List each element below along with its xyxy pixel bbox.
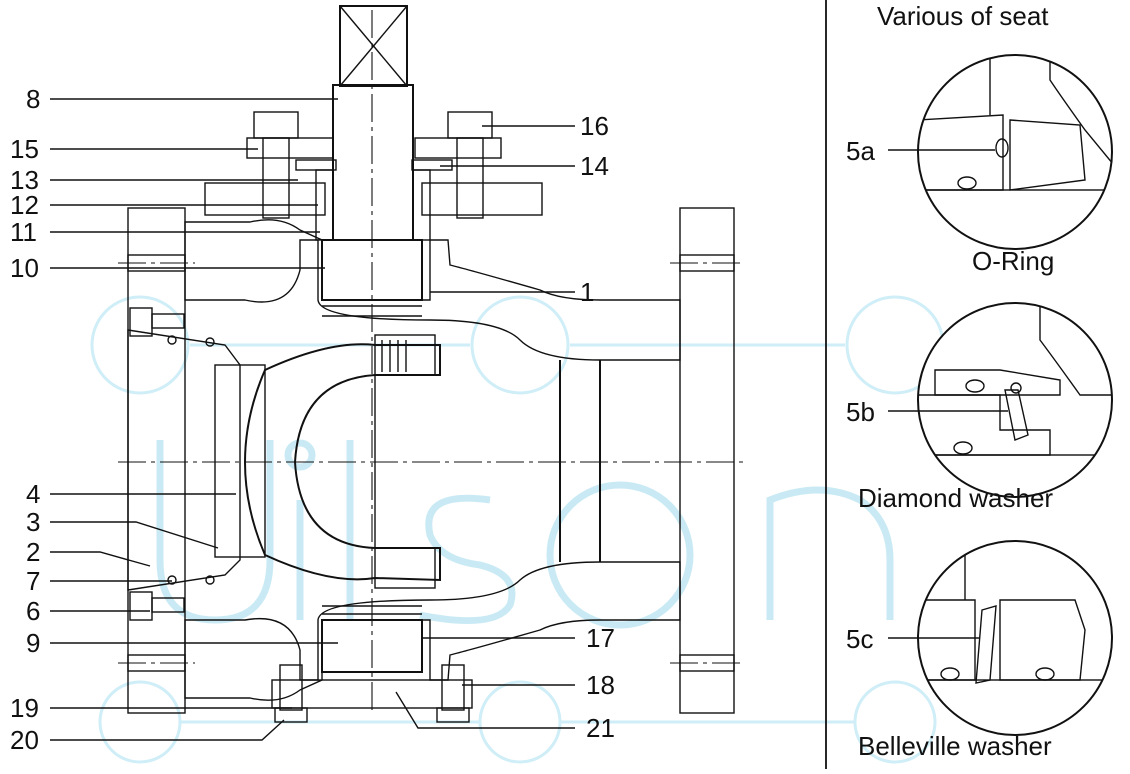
seat-detail-caption: O-Ring (972, 246, 1054, 276)
part-label: 17 (586, 623, 615, 653)
part-label: 8 (26, 84, 40, 114)
part-label: 9 (26, 628, 40, 658)
seat-detail-caption: Diamond washer (858, 483, 1053, 513)
seat-detail-label: 5b (846, 397, 875, 427)
part-label: 12 (10, 190, 39, 220)
part-label: 19 (10, 693, 39, 723)
part-label: 18 (586, 670, 615, 700)
part-label: 15 (10, 134, 39, 164)
seat-detail-5a: 5a O-Ring (846, 54, 1113, 276)
part-label: 6 (26, 596, 40, 626)
leaders-right (395, 125, 575, 729)
part-label: 14 (580, 151, 609, 181)
watermark (90, 295, 945, 764)
part-label: 11 (10, 217, 37, 247)
part-label: 16 (580, 111, 609, 141)
part-labels-right: 16 14 1 17 18 21 (580, 111, 615, 743)
part-label: 13 (10, 165, 39, 195)
part-label: 2 (26, 537, 40, 567)
side-bolts (129, 307, 215, 621)
seat-detail-5b: 5b Diamond washer (846, 302, 1113, 513)
seat-panel-title: Various of seat (877, 1, 1049, 31)
part-label: 21 (586, 713, 615, 743)
part-label: 3 (26, 507, 40, 537)
seat-panel: Various of seat 5a O-Ring (825, 0, 1113, 769)
valve-body (118, 5, 745, 723)
part-labels-left: 8 15 13 12 11 10 4 3 2 7 6 9 19 20 (10, 84, 40, 755)
part-label: 1 (580, 277, 594, 307)
seat-detail-label: 5c (846, 624, 873, 654)
part-label: 20 (10, 725, 39, 755)
part-label: 4 (26, 479, 40, 509)
seat-detail-label: 5a (846, 136, 875, 166)
seat-detail-5c: 5c Belleville washer (846, 540, 1113, 761)
top-bolts (253, 111, 493, 219)
seat-detail-caption: Belleville washer (858, 731, 1052, 761)
leaders-left (50, 98, 338, 741)
part-label: 10 (10, 253, 39, 283)
part-label: 7 (26, 566, 40, 596)
